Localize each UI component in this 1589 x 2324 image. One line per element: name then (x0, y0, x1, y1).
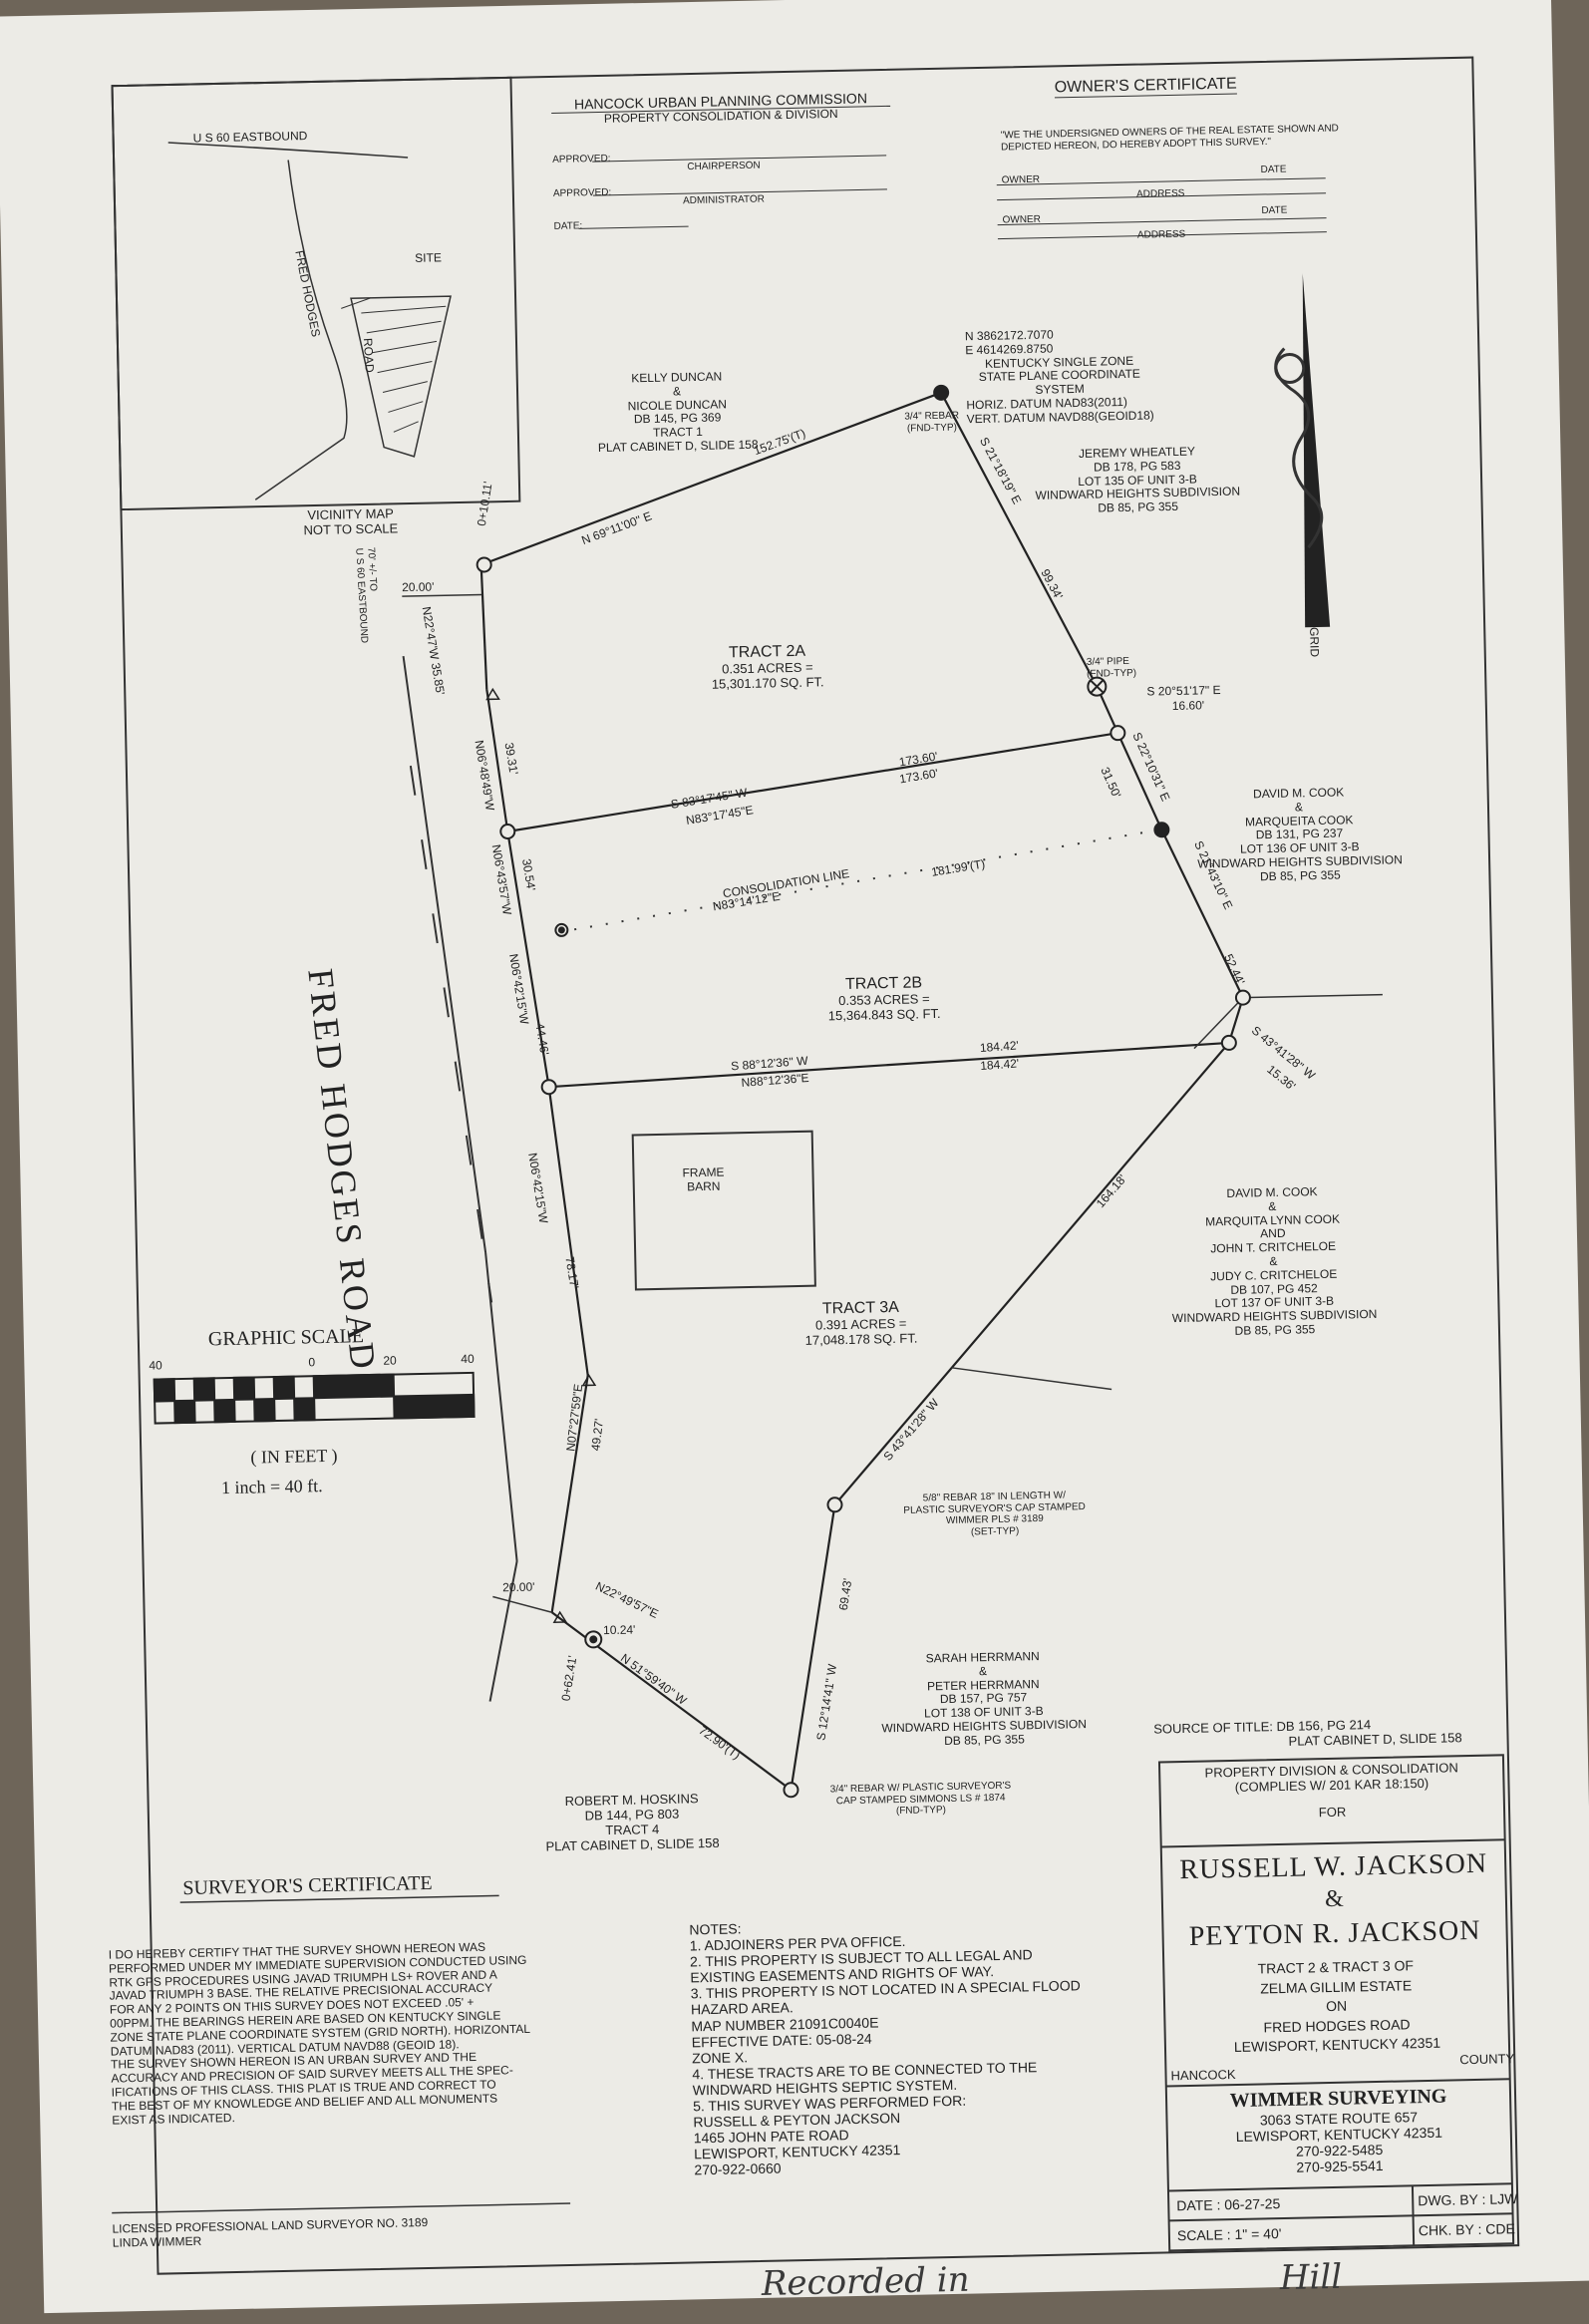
owner-date-2: DATE (1261, 204, 1288, 217)
title-purpose: PROPERTY DIVISION & CONSOLIDATION (COMPL… (1204, 1760, 1458, 1821)
distance-16: 16.60' (1171, 698, 1205, 714)
graphic-scale-title: GRAPHIC SCALE (207, 1325, 365, 1351)
frame-barn-label: FRAME BARN (682, 1164, 725, 1194)
vicinity-map-title: VICINITY MAP NOT TO SCALE (303, 505, 399, 538)
notes-block: NOTES: 1. ADJOINERS PER PVA OFFICE. 2. T… (689, 1913, 1084, 2178)
adjoiner-hoskins: ROBERT M. HOSKINS DB 144, PG 803 TRACT 4… (545, 1791, 720, 1854)
adjoiner-herrmann: SARAH HERRMANN & PETER HERRMANN DB 157, … (881, 1649, 1088, 1748)
county-right: COUNTY (1459, 2051, 1515, 2068)
checked-by: CHK. BY : CDE (1418, 2220, 1516, 2239)
distance-20-south: 20.00' (502, 1579, 535, 1595)
vicinity-road-word: ROAD (360, 337, 377, 374)
owner-label-2: OWNER (1002, 213, 1041, 226)
north-arrow (1274, 273, 1331, 628)
monument-found-note: 3/4" REBAR W/ PLASTIC SURVEYOR'S CAP STA… (829, 1780, 1012, 1818)
bearing-s20: S 20°51'17" E (1146, 683, 1221, 699)
title-block-frame (1157, 1754, 1515, 2252)
monument-set-note: 5/8" REBAR 18" IN LENGTH W/ PLASTIC SURV… (903, 1490, 1086, 1537)
scale-tick-2: 20 (383, 1353, 397, 1368)
distance-184-a: 184.42' (979, 1038, 1020, 1056)
distance-20-north: 20.00' (401, 579, 435, 595)
chairperson-label: CHAIRPERSON (687, 160, 761, 173)
title-property-desc: TRACT 2 & TRACT 3 OF ZELMA GILLIM ESTATE… (1233, 1957, 1441, 2056)
owner-address-2: ADDRESS (1136, 228, 1186, 241)
vicinity-map-drawing (167, 142, 452, 500)
tract-2a-label: TRACT 2A 0.351 ACRES = 15,301.170 SQ. FT… (711, 642, 824, 693)
distance-10: 10.24' (602, 1622, 636, 1638)
adjoiner-cook-2: DAVID M. COOK & MARQUITA LYNN COOK AND J… (1171, 1184, 1378, 1338)
scale-units: ( IN FEET ) (250, 1445, 338, 1468)
tract-2b-label: TRACT 2B 0.353 ACRES = 15,364.843 SQ. FT… (827, 974, 941, 1024)
handwritten-note-right: Hill (1279, 2256, 1343, 2299)
approved-label-2: APPROVED: (552, 186, 612, 199)
coordinate-block: N 3862172.7070 E 4614269.8750 KENTUCKY S… (964, 327, 1154, 427)
county-left: HANCOCK (1170, 2067, 1236, 2084)
distance-184-b: 184.42' (979, 1056, 1020, 1074)
owner-cert-title: OWNER'S CERTIFICATE (1054, 75, 1237, 99)
drawing-scale: SCALE : 1" = 40' (1176, 2225, 1282, 2244)
adjoiner-wheatley: JEREMY WHEATLEY DB 178, PG 583 LOT 135 O… (1035, 444, 1241, 515)
scale-ratio: 1 inch = 40 ft. (220, 1476, 323, 1498)
surveyor-cert-text: I DO HEREBY CERTIFY THAT THE SURVEY SHOW… (108, 1939, 531, 2128)
monuments (476, 384, 1251, 1799)
scale-tick-1: 0 (308, 1355, 316, 1370)
property-boundary (479, 391, 1244, 1792)
owner-label-1: OWNER (1001, 173, 1041, 186)
monument-pipe-note: 3/4" PIPE (FND-TYP) (1086, 655, 1137, 680)
monument-rebar-note: 3/4" REBAR (FND-TYP) (904, 410, 960, 435)
vicinity-site-label: SITE (415, 250, 443, 265)
graphic-scale-bar (153, 1371, 476, 1425)
owner-date-1: DATE (1260, 164, 1287, 176)
handwritten-note-left: Recorded in (761, 2259, 970, 2305)
drawn-by: DWG. BY : LJW (1418, 2190, 1518, 2209)
firm-address: 3063 STATE ROUTE 657 LEWISPORT, KENTUCKY… (1235, 2109, 1443, 2176)
angle-points (485, 687, 597, 1623)
administrator-label: ADMINISTRATOR (682, 193, 766, 207)
approved-label-1: APPROVED: (552, 153, 611, 166)
date-label: DATE: (553, 220, 583, 232)
north-grid-label: GRID (1307, 626, 1322, 658)
vicinity-road-label: U S 60 EASTBOUND (192, 129, 308, 146)
tract-3a-label: TRACT 3A 0.391 ACRES = 17,048.178 SQ. FT… (804, 1298, 918, 1349)
owner-address-1: ADDRESS (1135, 187, 1185, 200)
scale-tick-0: 40 (149, 1358, 162, 1373)
drawing-date: DATE : 06-27-25 (1176, 2195, 1281, 2214)
road-lines (402, 656, 518, 1702)
adjoiner-duncan: KELLY DUNCAN & NICOLE DUNCAN DB 145, PG … (597, 369, 759, 456)
scale-tick-3: 40 (461, 1351, 475, 1367)
